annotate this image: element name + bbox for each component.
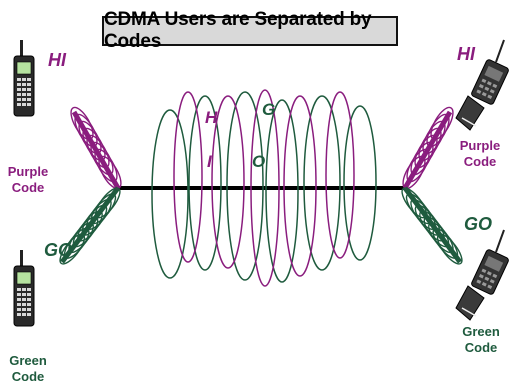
signal-loop	[265, 99, 299, 283]
spoke-right-bottom	[402, 186, 463, 264]
coil-left-purple	[70, 106, 122, 190]
coil-loop	[94, 148, 118, 183]
right-bottom-code-line2: Code	[464, 340, 498, 355]
coil-loop	[436, 233, 463, 265]
coil-loop	[59, 233, 86, 265]
center-signal-green	[151, 91, 377, 283]
left-bottom-code-line2: Code	[11, 369, 45, 384]
center-signal-purple	[173, 89, 355, 287]
signal-letter-h: H	[205, 108, 218, 127]
coil-loop	[410, 141, 434, 176]
left-bottom-code: Green Code	[4, 353, 52, 385]
signal-loop	[343, 105, 377, 261]
left-top-code-line2: Code	[11, 180, 45, 195]
left-top-word: HI	[48, 50, 66, 70]
right-top-code-line1: Purple	[459, 138, 501, 153]
left-top-code: Purple Code	[6, 164, 50, 196]
coil-loop	[74, 113, 98, 148]
signal-loop	[173, 91, 203, 263]
coil-loop	[70, 106, 94, 141]
coil-loop	[90, 141, 114, 176]
coil-loop	[418, 127, 442, 162]
coil-loop	[78, 120, 102, 155]
coil-loop	[406, 148, 430, 183]
signal-loop	[211, 95, 245, 269]
coil-loop	[86, 134, 110, 169]
signal-loop	[226, 91, 264, 281]
page-title: CDMA Users are Separated by Codes	[102, 9, 398, 52]
signal-loop	[283, 95, 317, 277]
right-top-word: HI	[457, 44, 475, 64]
coil-right-green	[401, 187, 463, 265]
signal-loop	[325, 91, 355, 259]
coil-loop	[414, 134, 438, 169]
right-top-code: Purple Code	[458, 138, 502, 170]
left-bottom-word: GO	[44, 240, 73, 260]
coil-loop	[430, 106, 454, 141]
signal-loop	[303, 95, 341, 271]
coil-loop	[422, 120, 446, 155]
right-bottom-code: Green Code	[457, 324, 505, 356]
coil-loop	[82, 127, 106, 162]
signal-loop	[250, 89, 280, 287]
flip-phone-icon	[455, 229, 511, 321]
candybar-phone-icon	[13, 39, 35, 117]
signal-letter-o: O	[252, 152, 266, 171]
coil-left-green	[59, 187, 121, 265]
right-bottom-code-line1: Green	[462, 324, 500, 339]
signal-loop	[188, 95, 222, 271]
coil-loop	[426, 113, 450, 148]
left-bottom-code-line1: Green	[9, 353, 47, 368]
signal-letter-i: I	[207, 152, 212, 171]
signal-letter-g: G	[262, 100, 276, 119]
right-bottom-word: GO	[464, 214, 493, 234]
signal-loop	[151, 109, 189, 279]
candybar-phone-icon	[13, 249, 35, 327]
right-top-code-line2: Code	[463, 154, 497, 169]
left-top-code-line1: Purple	[7, 164, 49, 179]
